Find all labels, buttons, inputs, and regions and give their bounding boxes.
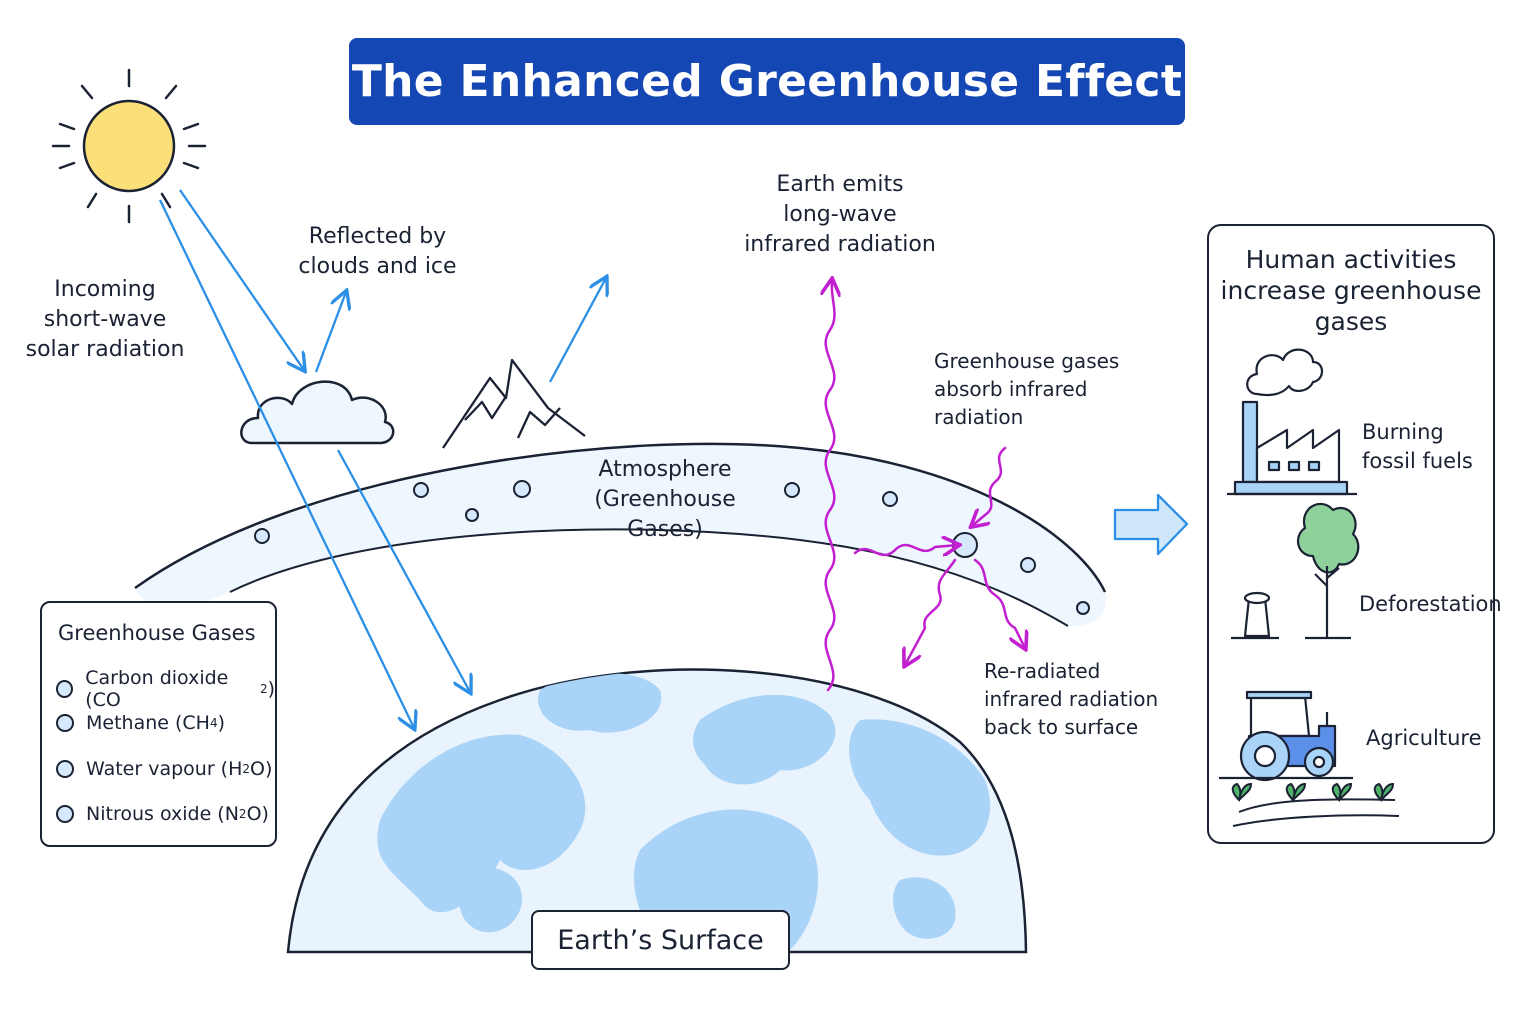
sun-icon	[51, 68, 207, 224]
legend-title: Greenhouse Gases	[58, 621, 256, 645]
emits-label: Earth emits long-wave infrared radiation	[744, 172, 936, 257]
gas-molecule	[784, 482, 800, 498]
page-title: The Enhanced Greenhouse Effect	[351, 56, 1183, 107]
earth-surface-label: Earth’s Surface	[531, 910, 790, 970]
gas-molecules	[254, 480, 1090, 615]
human-activities-title: Human activities increase greenhouse gas…	[1220, 245, 1482, 336]
reflected-label: Reflected by clouds and ice	[298, 224, 457, 279]
tractor-icon	[1219, 690, 1353, 782]
reradiated-label: Re-radiated infrared radiation back to s…	[984, 659, 1159, 739]
methane-dot-icon	[56, 714, 74, 732]
crop-rows-icon	[1231, 782, 1400, 827]
mountain-ice-icon	[442, 358, 586, 449]
gas-molecule	[882, 491, 898, 507]
water-vapour-dot-icon	[56, 760, 74, 778]
infrared-arrows	[826, 280, 1025, 692]
gas-molecule	[1020, 557, 1036, 573]
cloud-icon	[240, 380, 395, 445]
gas-molecule	[465, 508, 479, 522]
atmosphere-band	[134, 442, 1107, 627]
solar-arrows	[158, 189, 606, 728]
title-banner: The Enhanced Greenhouse Effect	[349, 38, 1185, 125]
factory-icon	[1227, 348, 1357, 496]
activity-label-fossil-fuels: Burning fossil fuels	[1362, 420, 1473, 473]
tree-stump-icon	[1231, 502, 1360, 640]
nitrous-oxide-dot-icon	[56, 805, 74, 823]
gas-molecule	[254, 528, 270, 544]
incoming-label: Incoming short-wave solar radiation	[25, 277, 185, 362]
absorb-label: Greenhouse gases absorb infrared radiati…	[934, 349, 1120, 429]
gas-molecule	[513, 480, 531, 498]
co2-dot-icon	[56, 680, 74, 698]
human-activities-panel: Human activities increase greenhouse gas…	[1207, 224, 1502, 844]
flow-arrow-icon	[1113, 493, 1189, 556]
activity-label-deforestation: Deforestation	[1359, 592, 1502, 616]
activity-label-agriculture: Agriculture	[1366, 726, 1482, 750]
gas-molecule	[413, 482, 429, 498]
gas-molecule	[1076, 601, 1090, 615]
atmosphere-label: Atmosphere (Greenhouse Gases)	[594, 457, 736, 542]
activity-icons	[1219, 348, 1400, 827]
